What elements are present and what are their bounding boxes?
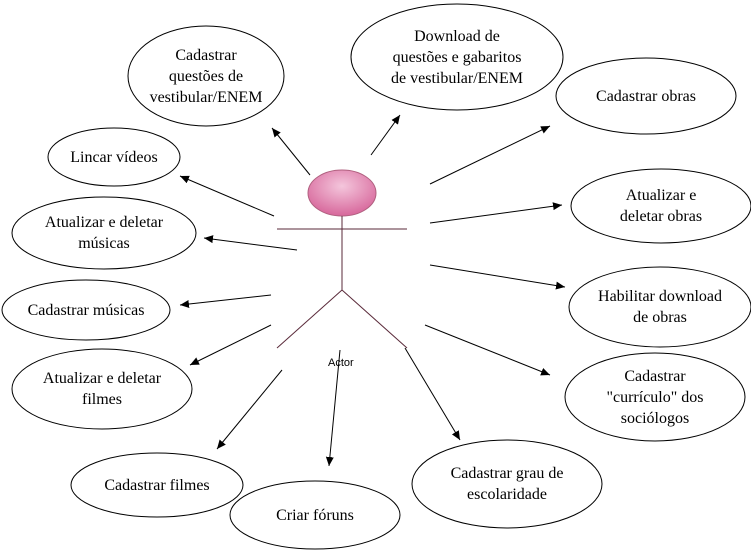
- use-case-download-questoes: [350, 3, 564, 111]
- use-case-text-line: Atualizar e: [625, 187, 697, 204]
- use-case-label-download-questoes: Download de questões e gabaritos de vestib…: [351, 4, 563, 110]
- use-case-text-line: Atualizar e deletar: [44, 214, 164, 231]
- association-arrow-atualizar-deletar-obras: [429, 202, 563, 224]
- use-case-text: Cadastrar questões de vestibular/ENEM: [150, 45, 263, 108]
- use-case-text: Download de questões e gabaritos de vestib…: [391, 26, 523, 89]
- use-case-text: Atualizar e deletar filmes: [43, 368, 161, 410]
- use-case-atualizar-deletar-filmes: [11, 348, 193, 430]
- use-case-text: Cadastrar "currículo" dos sociólogos: [606, 366, 703, 429]
- use-case-label-atualizar-deletar-musicas: Atualizar e deletar músicas: [12, 197, 196, 269]
- use-case-label-cadastrar-grau: Cadastrar grau de escolaridade: [412, 440, 602, 528]
- association-arrow-download-questoes: [370, 114, 401, 156]
- association-arrow-atualizar-deletar-filmes: [189, 324, 272, 366]
- use-case-text-line: Cadastrar grau de: [450, 465, 564, 482]
- use-case-atualizar-deletar-obras: [570, 168, 751, 244]
- actor-left-leg: [276, 289, 343, 349]
- association-arrow-criar-foruns: [325, 349, 341, 467]
- use-case-text-line: Cadastrar: [175, 46, 237, 64]
- use-case-text-line: Cadastrar músicas: [27, 301, 145, 319]
- use-case-habilitar-download-obras: [568, 266, 751, 348]
- use-case-cadastrar-grau: [411, 439, 603, 529]
- use-case-text: Cadastrar músicas: [28, 300, 145, 321]
- association-arrow-cadastrar-obras: [429, 125, 551, 185]
- use-case-label-cadastrar-obras: Cadastrar obras: [556, 58, 736, 134]
- association-arrow-habilitar-download-obras: [429, 264, 566, 290]
- use-case-cadastrar-filmes: [70, 452, 244, 518]
- use-case-text-line: questões de: [168, 67, 244, 85]
- use-case-text-line: músicas: [78, 235, 130, 252]
- actor-label: Actor: [328, 357, 354, 369]
- use-case-label-cadastrar-curriculo: Cadastrar "currículo" dos sociólogos: [565, 353, 745, 441]
- use-case-text-line: escolaridade: [467, 486, 547, 503]
- use-case-text-line: sociólogos: [620, 409, 690, 427]
- use-case-cadastrar-questoes: [127, 25, 285, 127]
- actor-figure: [276, 169, 408, 349]
- use-case-lincar-videos: [47, 127, 181, 187]
- use-case-criar-foruns: [229, 480, 401, 550]
- association-arrow-cadastrar-questoes: [271, 127, 311, 176]
- use-case-cadastrar-obras: [555, 57, 737, 135]
- use-case-text-line: Cadastrar filmes: [104, 476, 210, 494]
- use-case-label-lincar-videos: Lincar vídeos: [48, 128, 180, 186]
- use-case-text-line: questões e gabaritos: [392, 48, 522, 66]
- use-case-text-line: "currículo" dos: [606, 388, 704, 406]
- association-arrow-cadastrar-filmes: [216, 369, 283, 450]
- use-case-text-line: Lincar vídeos: [70, 148, 158, 166]
- use-case-text: Habilitar download de obras: [598, 286, 722, 328]
- use-case-text-line: de obras: [633, 309, 687, 326]
- association-arrow-cadastrar-grau: [404, 347, 461, 441]
- use-case-label-atualizar-deletar-obras: Atualizar e deletar obras: [571, 169, 751, 243]
- association-arrow-cadastrar-curriculo: [424, 324, 551, 376]
- use-case-text-line: filmes: [82, 391, 122, 408]
- association-arrow-lincar-videos: [179, 175, 275, 217]
- use-case-text: Lincar vídeos: [70, 147, 158, 168]
- use-case-text: Atualizar e deletar obras: [620, 185, 702, 227]
- use-case-label-cadastrar-questoes: Cadastrar questões de vestibular/ENEM: [128, 26, 284, 126]
- actor-head: [307, 169, 377, 217]
- use-case-cadastrar-musicas: [1, 279, 171, 341]
- association-arrow-atualizar-deletar-musicas: [203, 235, 298, 251]
- use-case-atualizar-deletar-musicas: [11, 196, 197, 270]
- use-case-text-line: Cadastrar: [624, 367, 686, 385]
- use-case-text: Criar fóruns: [276, 505, 354, 526]
- use-case-label-atualizar-deletar-filmes: Atualizar e deletar filmes: [12, 349, 192, 429]
- use-case-text-line: Habilitar download: [598, 288, 722, 305]
- use-case-text-line: Criar fóruns: [276, 506, 354, 524]
- use-case-cadastrar-curriculo: [564, 352, 746, 442]
- use-case-label-habilitar-download-obras: Habilitar download de obras: [569, 267, 751, 347]
- use-case-text-line: vestibular/ENEM: [149, 88, 263, 106]
- use-case-text-line: de vestibular/ENEM: [391, 69, 523, 87]
- use-case-text: Cadastrar obras: [596, 86, 696, 107]
- use-case-label-criar-foruns: Criar fóruns: [230, 481, 400, 549]
- use-case-label-cadastrar-filmes: Cadastrar filmes: [71, 453, 243, 517]
- association-arrow-cadastrar-musicas: [179, 294, 272, 308]
- actor-right-leg: [341, 289, 408, 349]
- use-case-text-line: Atualizar e deletar: [42, 370, 162, 387]
- use-case-text-line: Cadastrar obras: [596, 87, 696, 105]
- use-case-text: Atualizar e deletar músicas: [45, 212, 163, 254]
- use-case-text: Cadastrar filmes: [104, 475, 209, 496]
- use-case-text-line: Download de: [414, 27, 500, 45]
- use-case-text: Cadastrar grau de escolaridade: [451, 463, 564, 505]
- use-case-label-cadastrar-musicas: Cadastrar músicas: [2, 280, 170, 340]
- use-case-text-line: deletar obras: [619, 208, 703, 225]
